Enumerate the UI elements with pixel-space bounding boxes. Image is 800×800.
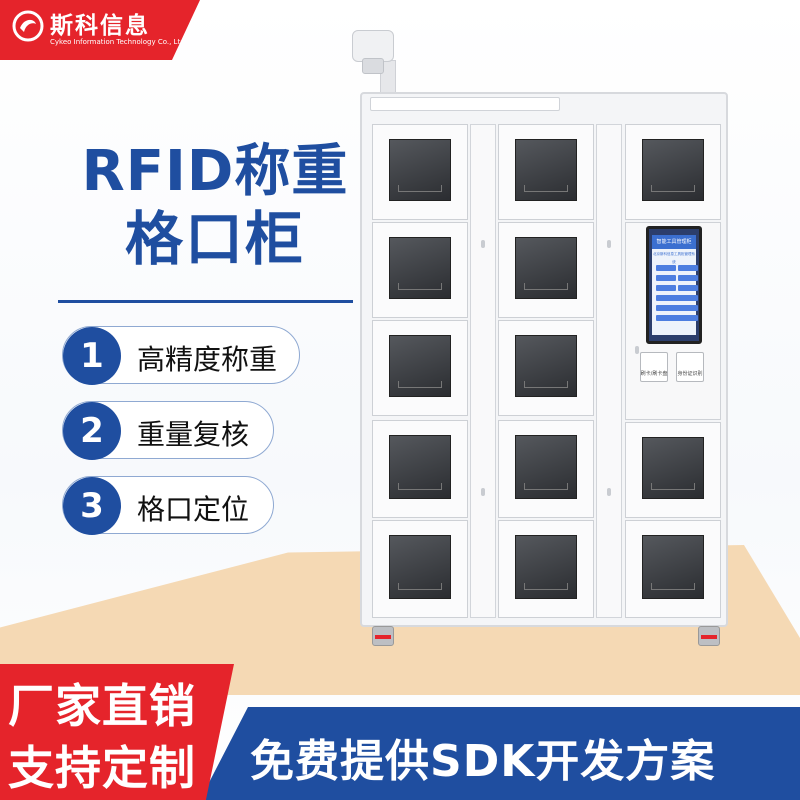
door-handle (635, 346, 639, 354)
locker-door (372, 124, 468, 220)
cabinet-divider-strip (596, 124, 622, 618)
headline: RFID称重 格口柜 (60, 140, 370, 274)
headline-divider (58, 300, 353, 303)
sdk-banner-text: 免费提供SDK开发方案 (250, 736, 716, 787)
locker-door (498, 124, 594, 220)
locker-door (372, 222, 468, 318)
screen-button (656, 305, 698, 311)
locker-door (372, 420, 468, 518)
brand-subtitle: Cykeo Information Technology Co., Ltd. (50, 38, 187, 46)
feature-item: 3 格口定位 (62, 476, 274, 535)
screen-button (678, 285, 698, 291)
screen-button (656, 275, 676, 281)
id-reader-icon (676, 352, 704, 382)
locker-door (625, 124, 721, 220)
factory-banner-line-2: 支持定制 (8, 741, 196, 795)
screen-title: 智能工具管理柜 (652, 235, 696, 249)
feature-item: 1 高精度称重 (62, 326, 300, 385)
cabinet-divider-strip (470, 124, 496, 618)
sdk-banner: 免费提供SDK开发方案 (200, 707, 800, 800)
card-reader-label: 刷卡/刷卡盘 (640, 371, 668, 377)
screen-button (678, 275, 698, 281)
brand-logo-badge: 斯科信息 Cykeo Information Technology Co., L… (0, 0, 200, 60)
brand-logo-icon (12, 10, 44, 42)
feature-label: 高精度称重 (137, 343, 278, 376)
locker-door (625, 422, 721, 518)
screen-button (656, 315, 698, 321)
card-reader-icon (640, 352, 668, 382)
feature-number-badge: 1 (63, 327, 121, 385)
screen-button (656, 285, 676, 291)
id-reader-label: 身份证识别 (677, 371, 703, 377)
locker-door (625, 520, 721, 618)
screen-button (678, 265, 698, 271)
touch-screen: 智能工具管理柜 北京斯科信息工具柜管理系统 (646, 226, 702, 344)
feature-label: 重量复核 (137, 418, 250, 451)
factory-banner: 厂家直销 支持定制 (0, 664, 234, 800)
cabinet-top-light (370, 97, 560, 111)
camera-lens (362, 58, 384, 74)
factory-banner-line-1: 厂家直销 (8, 679, 196, 733)
feature-label: 格口定位 (137, 493, 250, 526)
headline-line-1: RFID称重 (81, 139, 349, 204)
feature-number-badge: 3 (63, 477, 121, 535)
screen-button (656, 295, 698, 301)
brand-name: 斯科信息 (50, 13, 150, 39)
caster-wheel (698, 626, 720, 646)
screen-button (656, 265, 676, 271)
locker-door (498, 420, 594, 518)
door-handle (481, 240, 485, 248)
headline-line-2: 格口柜 (124, 205, 305, 273)
caster-wheel (372, 626, 394, 646)
locker-door (372, 320, 468, 416)
door-handle (607, 488, 611, 496)
feature-number-badge: 2 (63, 402, 121, 460)
locker-door (498, 520, 594, 618)
screen-subtitle: 北京斯科信息工具柜管理系统 (653, 252, 695, 264)
door-handle (607, 240, 611, 248)
locker-door (372, 520, 468, 618)
locker-door (498, 320, 594, 416)
door-handle (481, 488, 485, 496)
locker-door (498, 222, 594, 318)
feature-item: 2 重量复核 (62, 401, 274, 460)
